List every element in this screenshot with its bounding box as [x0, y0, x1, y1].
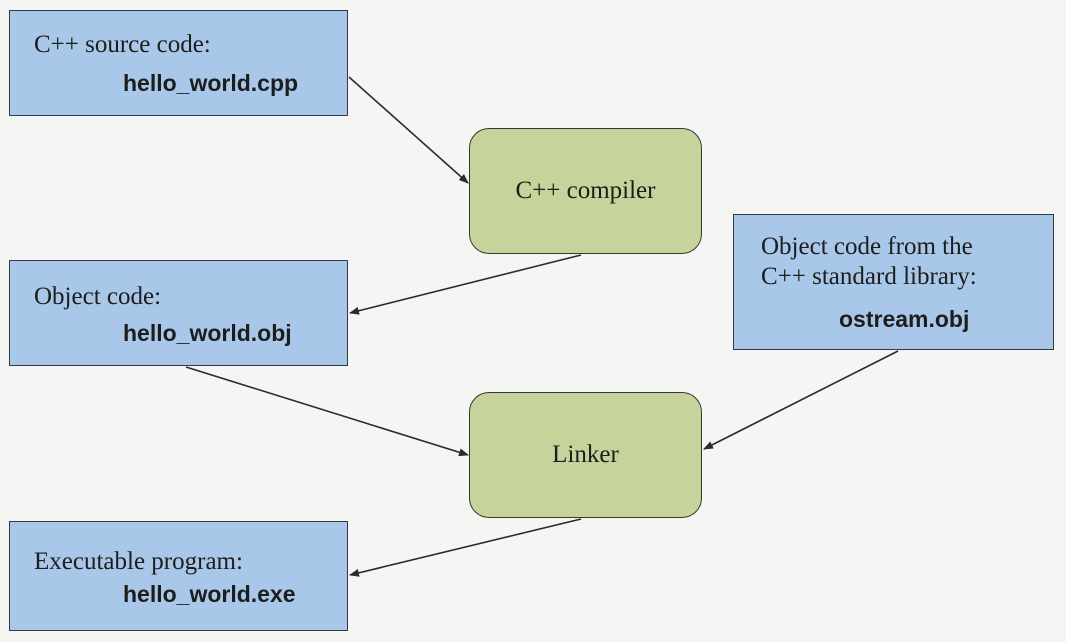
- object-code-label: Object code:: [34, 283, 162, 310]
- source-code-box: C++ source code: hello_world.cpp: [9, 10, 348, 116]
- executable-label: Executable program:: [34, 548, 243, 575]
- object-code-box: Object code: hello_world.obj: [9, 260, 348, 366]
- linker-box: Linker: [469, 392, 702, 518]
- compiler-label: C++ compiler: [515, 177, 656, 204]
- object-file-name: hello_world.obj: [123, 320, 292, 346]
- compiler-box: C++ compiler: [469, 128, 702, 254]
- source-code-label: C++ source code:: [34, 31, 211, 58]
- source-file-name: hello_world.cpp: [123, 70, 299, 96]
- linker-label: Linker: [552, 441, 619, 468]
- arrow-library-to-linker: [703, 350, 899, 450]
- library-label-line2: C++ standard library:: [761, 263, 977, 290]
- arrow-source-to-compiler: [348, 76, 469, 184]
- library-file-name: ostream.obj: [839, 306, 970, 332]
- arrow-compiler-to-object: [349, 254, 582, 315]
- executable-box: Executable program: hello_world.exe: [9, 521, 348, 631]
- arrow-object-to-linker: [185, 366, 469, 457]
- library-label-line1: Object code from the: [761, 233, 973, 260]
- executable-file-name: hello_world.exe: [123, 581, 296, 607]
- library-code-box: Object code from the C++ standard librar…: [733, 214, 1054, 350]
- arrow-linker-to-executable: [349, 518, 582, 577]
